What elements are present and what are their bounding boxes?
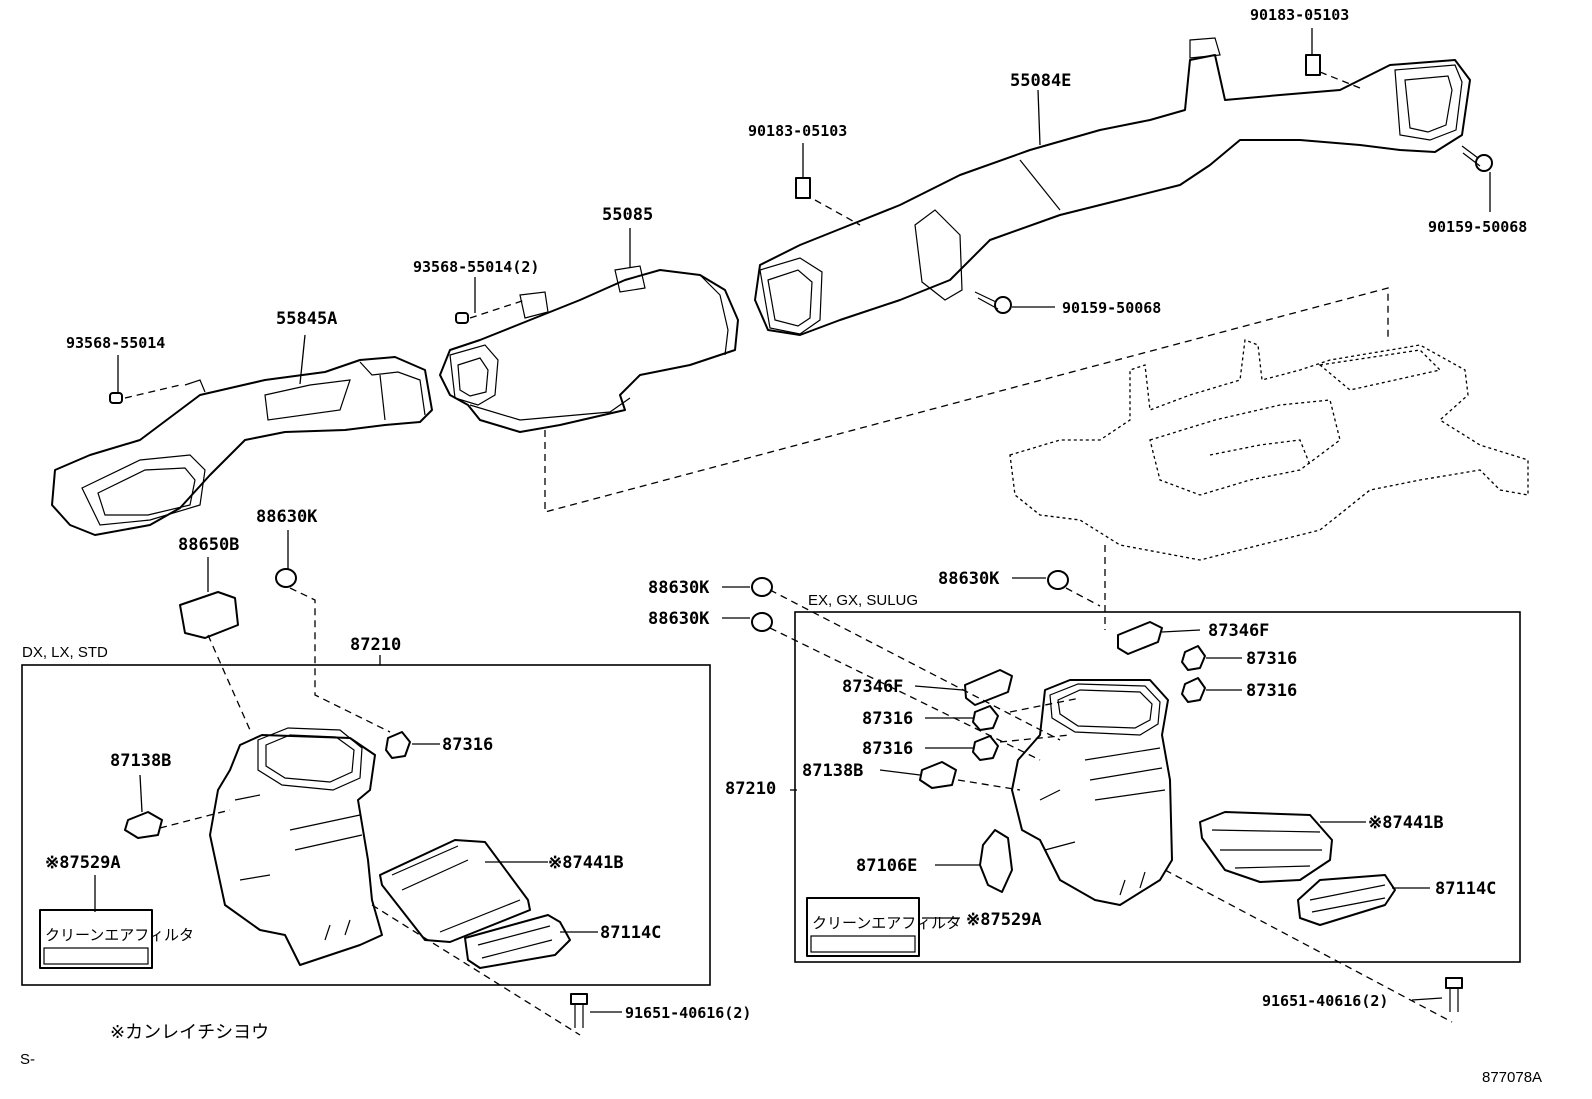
cover-87114C-left	[464, 914, 571, 969]
sticker-text-right: クリーンエアフィルタ	[812, 915, 961, 932]
footnote: ※カンレイチシヨウ	[110, 1022, 269, 1043]
clip-90183-top	[1305, 54, 1321, 76]
group-label-right: EX, GX, SULUG	[808, 592, 918, 609]
label-87316-left: 87316	[442, 735, 493, 755]
label-87316-r2: 87316	[862, 739, 913, 759]
label-91651-40616-left: 91651-40616(2)	[625, 1004, 751, 1022]
label-87316-r3: 87316	[1246, 649, 1297, 669]
label-88630K-left: 88630K	[256, 507, 318, 527]
group-box-left	[21, 664, 711, 986]
screw-93568-mid	[455, 312, 469, 324]
sensor-87346F-b	[1117, 621, 1163, 655]
corner-mark: S-	[20, 1051, 35, 1068]
label-87316-r4: 87316	[1246, 681, 1297, 701]
clip-87138B-right	[919, 761, 957, 789]
label-87529A-left: ※87529A	[45, 853, 121, 873]
duct-55085	[439, 265, 739, 433]
label-87316-r1: 87316	[862, 709, 913, 729]
label-87346F-a: 87346F	[842, 677, 903, 697]
label-90183-05103-mid: 90183-05103	[748, 122, 847, 140]
filter-87441B-left	[379, 839, 531, 943]
label-87210-right: 87210	[725, 779, 776, 799]
clip-87138B-left	[124, 811, 163, 839]
sticker-text-left: クリーンエアフィルタ	[45, 927, 194, 944]
label-87210-left: 87210	[350, 635, 401, 655]
clip-87316-r2	[972, 735, 999, 761]
clip-87316-r3	[1181, 645, 1206, 671]
label-87138B-left: 87138B	[110, 751, 171, 771]
label-91651-40616-right: 91651-40616(2)	[1262, 992, 1388, 1010]
diagram-number: 877078A	[1482, 1069, 1542, 1086]
motor-87106E	[979, 829, 1013, 893]
label-90159-50068-right: 90159-50068	[1428, 218, 1527, 236]
label-87106E: 87106E	[856, 856, 917, 876]
bolt-91651-left	[570, 993, 588, 1028]
label-90183-05103-top: 90183-05103	[1250, 6, 1349, 24]
label-87441B-right: ※87441B	[1368, 813, 1444, 833]
label-87138B-right: 87138B	[802, 761, 863, 781]
label-88650B: 88650B	[178, 535, 239, 555]
label-55084E: 55084E	[1010, 71, 1071, 91]
bolt-91651-right	[1445, 977, 1463, 1012]
duct-55084E	[754, 37, 1471, 336]
label-88630K-r2: 88630K	[648, 609, 710, 629]
label-87114C-left: 87114C	[600, 923, 661, 943]
clip-87316-left	[385, 731, 411, 759]
fasteners-top	[109, 54, 1493, 404]
label-93568-55014-2: 93568-55014(2)	[413, 258, 539, 276]
label-90159-50068-mid: 90159-50068	[1062, 299, 1161, 317]
filter-87441B-right	[1199, 811, 1333, 883]
label-93568-55014: 93568-55014	[66, 334, 165, 352]
duct-55845A	[51, 356, 433, 536]
group-label-left: DX, LX, STD	[22, 644, 108, 661]
group-box-right	[794, 611, 1521, 963]
sensor-88650B	[179, 591, 239, 639]
filter-label-87529A-left: クリーンエアフィルタ	[39, 909, 194, 969]
blower-unit-87210-left	[209, 727, 383, 966]
label-88630K-r1: 88630K	[648, 578, 710, 598]
blower-unit-87210-right	[1011, 679, 1173, 906]
clip-90183-mid	[795, 177, 811, 199]
screw-93568-left	[109, 392, 123, 404]
label-88630K-r3: 88630K	[938, 569, 1000, 589]
bolt-90159-mid	[974, 291, 1012, 314]
cover-87114C-right	[1297, 874, 1396, 926]
label-87346F-b: 87346F	[1208, 621, 1269, 641]
label-87441B-left: ※87441B	[548, 853, 624, 873]
clip-87316-r1	[972, 705, 999, 731]
clip-88630K-r3	[1047, 570, 1069, 590]
filter-label-87529A-right: クリーンエアフィルタ	[806, 897, 961, 957]
clip-88630K-r1	[751, 577, 773, 597]
clip-88630K-r2	[751, 612, 773, 632]
label-55845A: 55845A	[276, 309, 337, 329]
clip-87316-r4	[1181, 677, 1206, 703]
instrument-panel-outline	[1009, 339, 1529, 561]
label-87529A-right: ※87529A	[966, 910, 1042, 930]
sensor-87346F-a	[964, 669, 1013, 706]
bolt-90159-right	[1461, 145, 1493, 172]
label-87114C-right: 87114C	[1435, 879, 1496, 899]
clip-88630K-left	[275, 568, 297, 588]
label-55085: 55085	[602, 205, 653, 225]
